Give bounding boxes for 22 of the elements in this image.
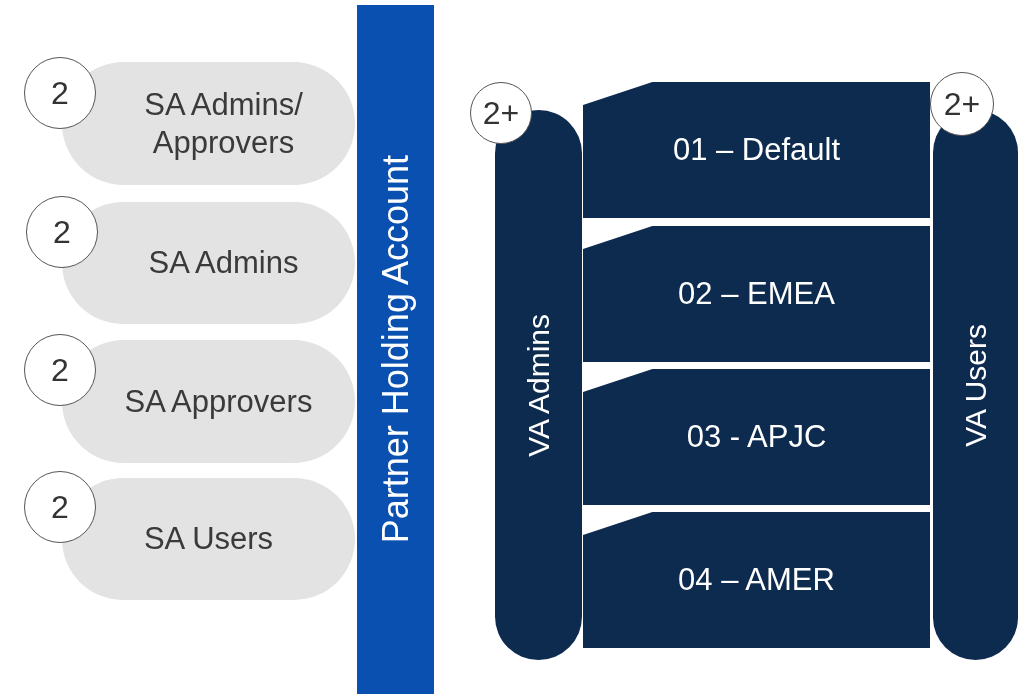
role-label: SA Users [143,520,274,558]
count-label: 2 [53,213,71,252]
virtual-account-box [583,369,930,505]
role-label: VA Users [958,323,993,447]
account-label: Partner Holding Account [373,155,417,544]
virtual-account-box [583,82,930,218]
count-label: 2+ [943,85,981,124]
virtual-account-box [583,226,930,362]
role-label: SA Admins/ Approvers [143,86,304,161]
account-name: 01 – Default [672,130,841,169]
role-label: SA Admins [148,244,299,282]
count-label: 2 [51,74,69,113]
account-bar [357,5,434,694]
account-name: 04 – AMER [678,560,835,599]
count-label: 2+ [482,94,520,133]
account-name: 03 - APJC [686,417,827,456]
role-label: VA Admins [521,313,556,457]
role-label: SA Approvers [124,382,313,421]
count-label: 2 [51,488,69,527]
virtual-account-box [583,512,930,648]
count-label: 2 [51,351,69,390]
account-name: 02 – EMEA [678,274,835,313]
